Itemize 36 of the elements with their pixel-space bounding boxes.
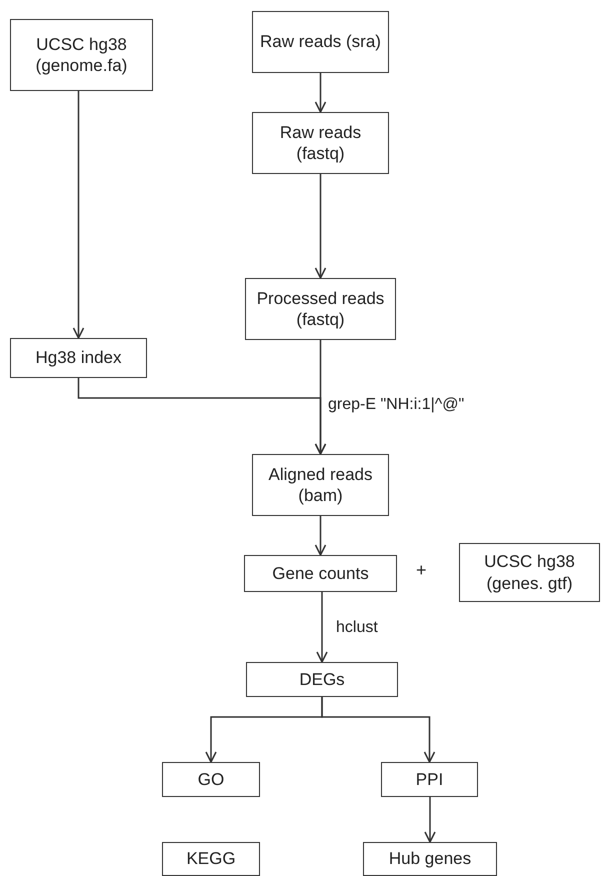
box-label: DEGs — [299, 668, 345, 690]
box-label: UCSC hg38 (genes. gtf) — [483, 551, 576, 594]
process-box — [252, 454, 389, 516]
box-label: KEGG — [186, 848, 236, 870]
process-box — [252, 112, 389, 174]
box-label: Gene counts — [272, 562, 369, 584]
process-box — [244, 555, 397, 592]
box-label: PPI — [416, 768, 444, 790]
box-label: Hg38 index — [35, 347, 122, 369]
box-label: Processed reads (fastq) — [256, 288, 386, 330]
arrow — [314, 516, 326, 556]
arrow — [78, 378, 326, 455]
process-box — [245, 278, 396, 340]
plus-sign: + — [416, 560, 427, 581]
process-box — [381, 762, 478, 797]
process-box — [10, 338, 147, 378]
arrow — [316, 592, 328, 663]
box-label: Aligned reads (bam) — [268, 464, 374, 506]
edge-label: grep-E "NH:i:1|^@" — [328, 395, 464, 414]
process-box — [162, 762, 260, 797]
process-box — [363, 842, 497, 876]
box-label: UCSC hg38 (genome.fa) — [34, 34, 128, 76]
arrow — [314, 73, 326, 113]
arrow — [314, 174, 326, 279]
process-box — [459, 543, 600, 602]
process-box — [246, 662, 398, 697]
box-label: Hub genes — [388, 848, 472, 870]
process-box — [252, 11, 389, 73]
arrow — [424, 797, 436, 843]
arrow — [72, 91, 84, 339]
box-label: GO — [198, 768, 224, 790]
process-box — [162, 842, 260, 876]
box-label: Raw reads (sra) — [260, 31, 381, 53]
box-label: Raw reads (fastq) — [278, 122, 362, 164]
process-box — [10, 19, 153, 91]
arrow — [321, 697, 436, 763]
